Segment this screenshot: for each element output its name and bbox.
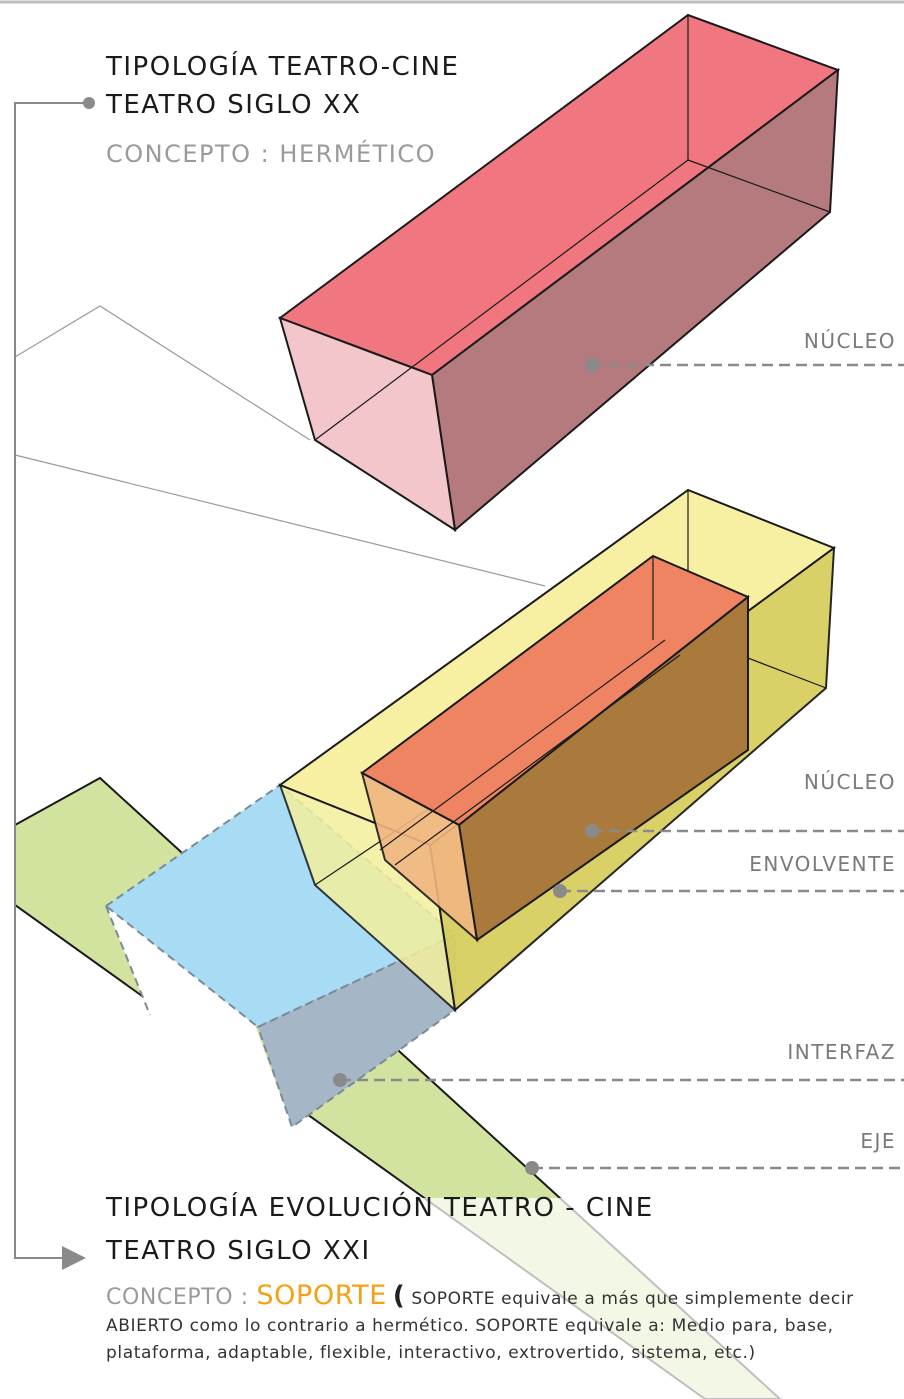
bracket-arrow: [62, 1246, 86, 1270]
guide-lines: [14, 305, 546, 587]
leader-dots: [333, 358, 599, 1175]
stage-opening: [106, 906, 292, 1127]
label-eje: EJE: [860, 1129, 896, 1153]
leader-dot-nucleo-top: [585, 358, 599, 372]
bottom-concept-keyword: SOPORTE: [256, 1280, 387, 1311]
bottom-title-line2: TEATRO SIGLO XXI: [106, 1236, 371, 1266]
open-parenthesis: (: [392, 1281, 406, 1311]
nucleo-inner-volume: [360, 554, 750, 943]
label-interfaz: INTERFAZ: [787, 1040, 896, 1064]
bracket-connector: [14, 97, 95, 1270]
leader-dot-interfaz: [333, 1073, 347, 1087]
top-title-line2: TEATRO SIGLO XX: [106, 90, 362, 120]
bottom-concept-prefix: CONCEPTO :: [106, 1285, 257, 1310]
label-nucleo-top: NÚCLEO: [803, 329, 896, 353]
leader-lines: [340, 363, 904, 1170]
nucleo-top-volume: [277, 13, 841, 533]
label-nucleo: NÚCLEO: [803, 770, 896, 794]
top-title-line1: TIPOLOGÍA TEATRO-CINE: [106, 52, 460, 82]
bracket-dot: [83, 97, 95, 109]
bottom-title-line1: TIPOLOGÍA EVOLUCIÓN TEATRO - CINE: [106, 1193, 654, 1223]
leader-dot-nucleo: [585, 824, 599, 838]
top-concept: CONCEPTO : HERMÉTICO: [106, 140, 437, 168]
bottom-description: SOPORTE equivale a más que simplemente d…: [106, 1289, 854, 1363]
leader-dot-eje: [525, 1161, 539, 1175]
leader-dot-envolvente: [553, 884, 567, 898]
bottom-concept-paragraph: CONCEPTO : SOPORTE ( SOPORTE equivale a …: [106, 1282, 896, 1367]
label-envolvente: ENVOLVENTE: [749, 852, 896, 876]
